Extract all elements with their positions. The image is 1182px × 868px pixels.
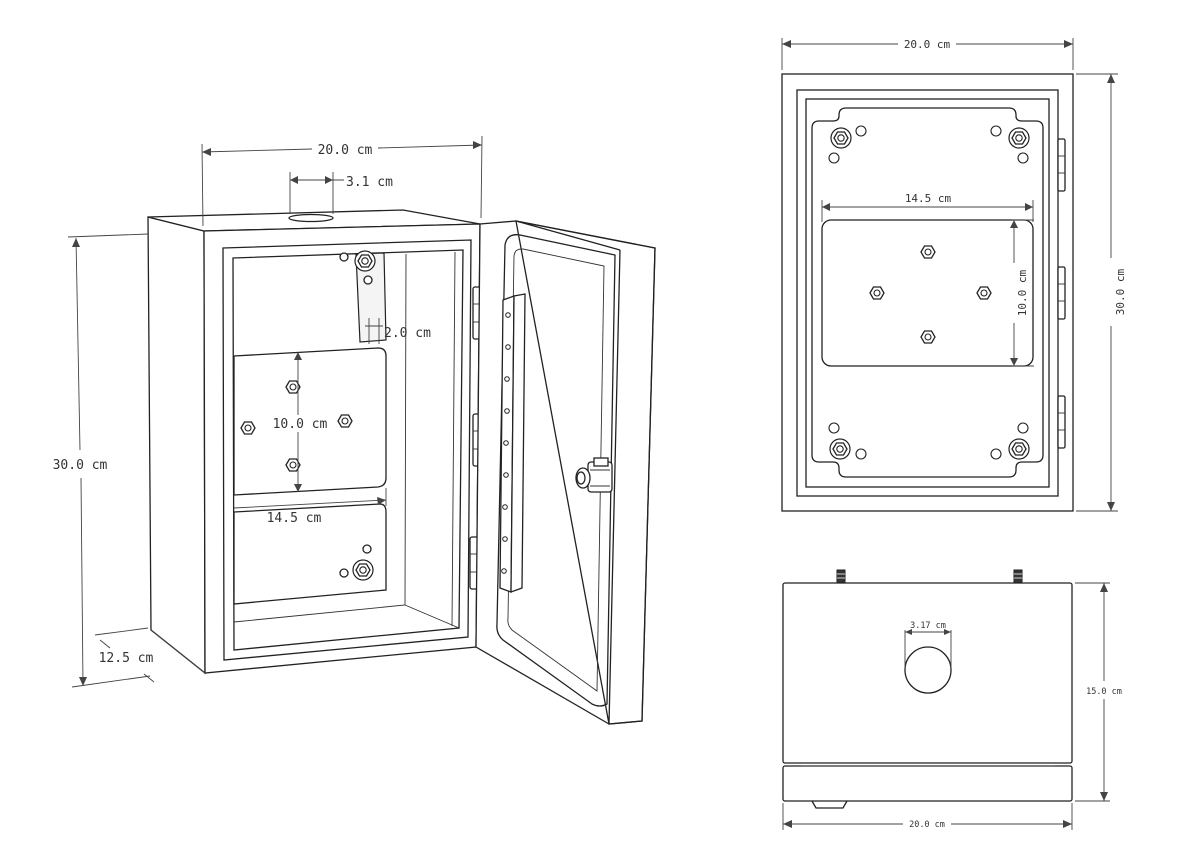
width-label: 20.0 cm: [318, 143, 373, 158]
lower-mount-plate: [233, 503, 387, 605]
depth-label: 12.5 cm: [99, 651, 154, 666]
port-diameter-label: 3.1 cm: [346, 175, 393, 190]
mounting-plate: [821, 219, 1034, 367]
plate-width-label: 14.5 cm: [267, 511, 322, 526]
bottom-door: [782, 765, 1073, 802]
mounting-plate: [233, 347, 387, 496]
bottom-view: 3.17 cm 15.0 cm 20.0 cm: [782, 569, 1122, 830]
stud: [836, 569, 846, 584]
back-plate: [811, 107, 1044, 478]
cabinet-left-side: [147, 216, 206, 675]
bottom-width-label: 20.0 cm: [909, 820, 945, 830]
bottom-port-label: 3.17 cm: [910, 621, 946, 631]
hex-nut-icon: [920, 245, 936, 259]
corner-nut-icon: [354, 250, 376, 272]
plate-height-label: 10.0 cm: [273, 417, 328, 432]
front-height-label: 30.0 cm: [1114, 268, 1127, 315]
bottom-port: [904, 646, 952, 694]
bottom-height-label: 15.0 cm: [1086, 687, 1122, 697]
gap-label: 2.0 cm: [384, 326, 431, 341]
corner-nut-icon: [830, 127, 852, 149]
hex-nut-icon: [869, 286, 885, 300]
hinge: [1057, 266, 1066, 320]
hinge: [1057, 395, 1066, 449]
corner-nut-icon: [352, 559, 374, 581]
front-width-label: 20.0 cm: [904, 38, 951, 51]
hex-nut-icon: [337, 414, 353, 428]
height-label: 30.0 cm: [53, 458, 108, 473]
hex-nut-icon: [920, 330, 936, 344]
corner-nut-icon: [829, 438, 851, 460]
top-port: [288, 213, 334, 223]
hex-nut-icon: [976, 286, 992, 300]
lock-cam: [811, 800, 848, 809]
hinge: [1057, 138, 1066, 192]
upper-mount-plate: [355, 252, 387, 343]
stud: [1013, 569, 1023, 584]
corner-nut-icon: [1008, 438, 1030, 460]
isometric-view: 20.0 cm 3.1 cm 30.0 cm 12.5 cm 2.0 cm 10…: [53, 135, 656, 725]
corner-nut-icon: [1008, 127, 1030, 149]
hex-nut-icon: [240, 421, 256, 435]
front-plate-width-label: 14.5 cm: [905, 192, 952, 205]
front-view: 20.0 cm 30.0 cm 14.5 cm 10.0 cm: [781, 38, 1127, 512]
lock-icon: [575, 457, 613, 493]
front-plate-height-label: 10.0 cm: [1016, 269, 1029, 316]
